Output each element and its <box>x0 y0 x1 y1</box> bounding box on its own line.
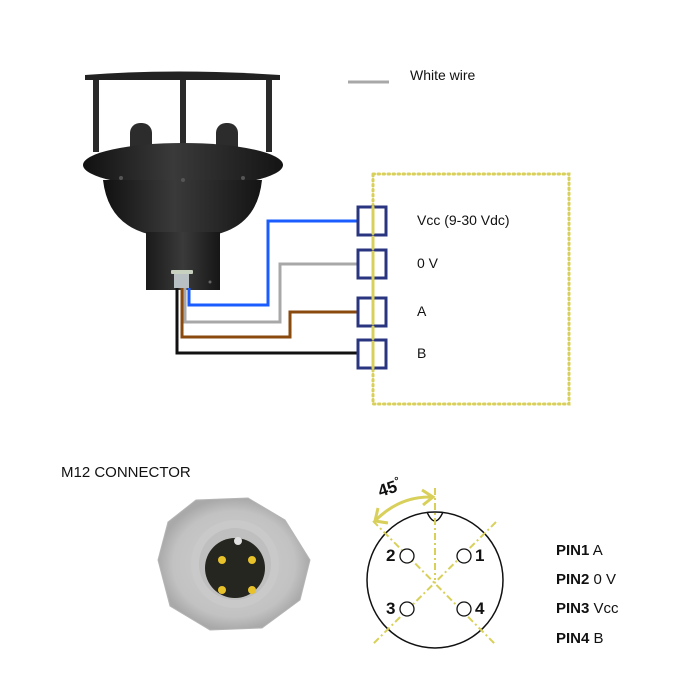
pinout-row: PIN4 B <box>556 630 604 647</box>
wire-a <box>180 288 358 339</box>
connector-outline <box>366 511 504 649</box>
pinout-row: PIN2 0 V <box>556 571 616 588</box>
arrow-head-icon <box>421 488 436 507</box>
connector-photo-pin <box>248 586 256 594</box>
connector-title: M12 CONNECTOR <box>61 464 191 481</box>
terminal-label-vcc: Vcc (9-30 Vdc) <box>417 212 510 228</box>
legend-label: White wire <box>410 67 476 83</box>
wire-0v <box>183 262 358 324</box>
pin-name: PIN3 <box>556 600 590 617</box>
terminal-label-b: B <box>417 345 427 361</box>
pin-signal: 0 V <box>593 571 617 588</box>
pinout-row: PIN1 A <box>556 542 603 559</box>
arrow-head-icon <box>373 507 389 525</box>
pin-number-4: 4 <box>475 599 485 618</box>
angle-arc <box>374 495 433 522</box>
pin-name: PIN4 <box>556 630 590 647</box>
terminal-label-0v: 0 V <box>417 255 439 271</box>
connector-photo-pin <box>218 556 226 564</box>
terminal-block-outline <box>371 172 571 406</box>
m12-connector-photo <box>157 497 311 631</box>
pinout-schematic <box>366 488 504 649</box>
connector-photo-pin <box>248 556 256 564</box>
anemometer-sensor <box>83 71 283 290</box>
connector-photo-pin <box>218 586 226 594</box>
terminal-label-a: A <box>417 303 427 319</box>
pin-hole-1 <box>456 548 472 564</box>
wire-b <box>175 288 358 355</box>
pin-hole-3 <box>399 601 415 617</box>
pin-signal: B <box>593 630 604 647</box>
pin-signal: Vcc <box>593 600 619 617</box>
wire-vcc <box>187 219 358 307</box>
pin-name: PIN1 <box>556 542 590 559</box>
pin-signal: A <box>592 542 603 559</box>
pin-number-1: 1 <box>475 546 485 565</box>
pin-number-3: 3 <box>386 599 396 618</box>
diagonal-guide-line <box>372 521 497 645</box>
pin-number-2: 2 <box>386 546 396 565</box>
pin-hole-2 <box>399 548 415 564</box>
pin-name: PIN2 <box>556 571 590 588</box>
pin-hole-4 <box>456 601 472 617</box>
pinout-row: PIN3 Vcc <box>556 600 619 617</box>
wires <box>175 219 358 355</box>
